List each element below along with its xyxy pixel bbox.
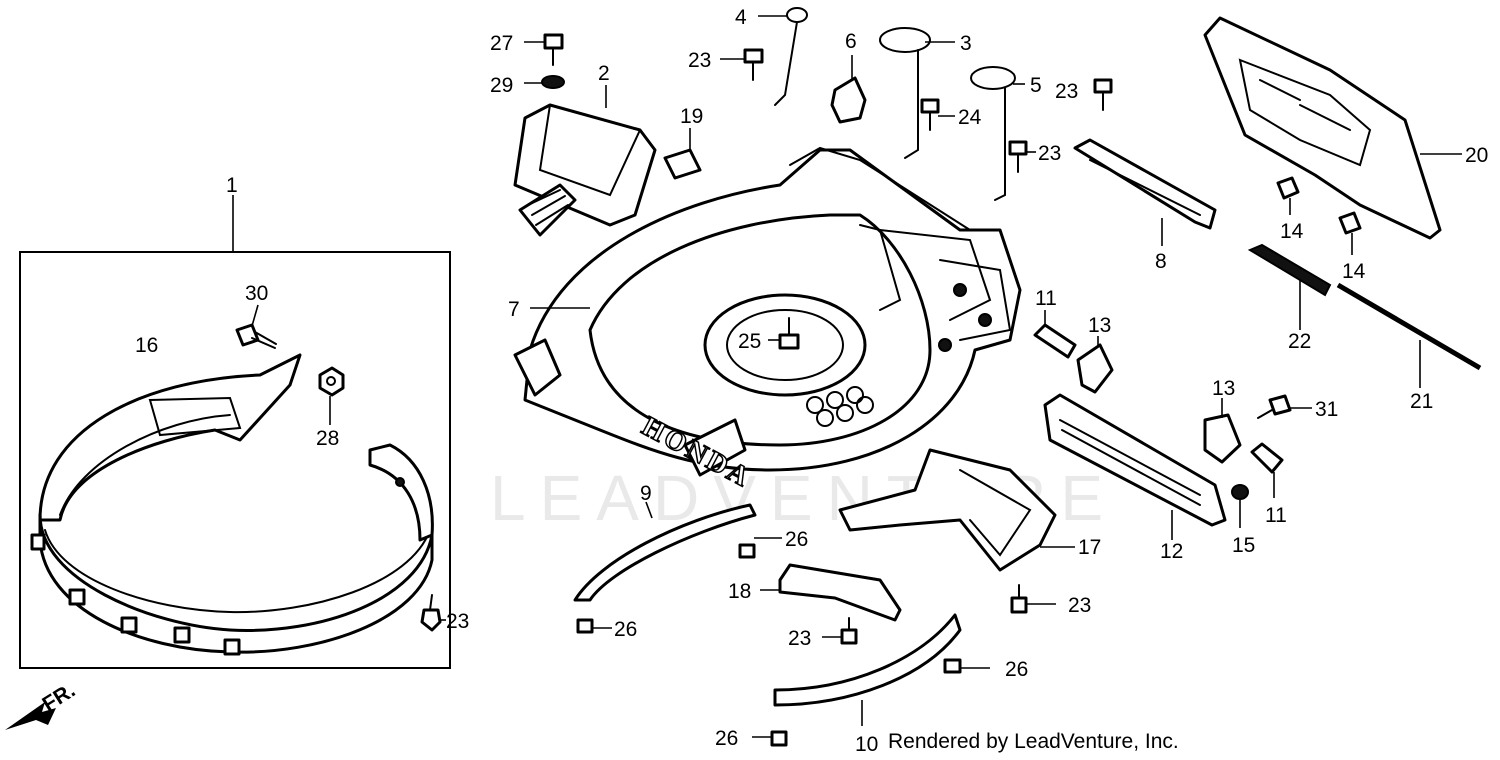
part-7-mower-deck[interactable] xyxy=(513,146,1022,477)
part-17-baffle[interactable] xyxy=(838,448,1075,572)
part-4-rod[interactable] xyxy=(758,7,808,106)
callout-26-a: 26 xyxy=(785,528,808,551)
part-26-bolt-d[interactable] xyxy=(752,730,788,747)
part-14-clip-b[interactable] xyxy=(1338,211,1362,255)
part-23-bolt-lower-a[interactable] xyxy=(1010,584,1056,614)
callout-17: 17 xyxy=(1078,536,1101,559)
part-13-bracket-a[interactable] xyxy=(1076,336,1114,394)
part-26-bolt-b[interactable] xyxy=(576,618,612,634)
callout-7: 7 xyxy=(508,298,520,321)
part-18-cover[interactable] xyxy=(760,563,902,622)
part-2-cable-housing[interactable] xyxy=(513,85,657,237)
part-19-clip[interactable] xyxy=(663,128,702,180)
callout-23-inset: 23 xyxy=(446,610,469,633)
callout-8: 8 xyxy=(1155,250,1167,273)
callout-12: 12 xyxy=(1160,540,1183,563)
callout-4: 4 xyxy=(735,6,747,29)
callout-25: 25 xyxy=(738,330,761,353)
callout-6: 6 xyxy=(845,30,857,53)
part-23-bolt-lower-b[interactable] xyxy=(822,617,858,645)
part-14-clip-a[interactable] xyxy=(1276,176,1300,215)
part-3-rod[interactable] xyxy=(879,27,955,159)
callout-19: 19 xyxy=(680,105,703,128)
part-12-rear-bracket[interactable] xyxy=(1043,393,1227,540)
part-23-bolt-top[interactable] xyxy=(720,48,764,81)
part-26-bolt-a[interactable] xyxy=(738,537,782,559)
callout-27: 27 xyxy=(490,32,513,55)
callout-13-b: 13 xyxy=(1212,377,1235,400)
part-15-nut[interactable] xyxy=(1231,484,1249,528)
callout-28: 28 xyxy=(316,427,339,450)
part-30-bolt[interactable] xyxy=(235,304,277,349)
callout-24: 24 xyxy=(958,106,982,129)
callout-2: 2 xyxy=(598,62,610,85)
callout-23-mid: 23 xyxy=(1038,142,1061,165)
callout-5: 5 xyxy=(1030,74,1042,97)
part-8-shaft[interactable] xyxy=(1073,138,1217,246)
part-20-rear-flap[interactable] xyxy=(1203,16,1462,240)
part-27-bolt[interactable] xyxy=(524,33,564,66)
callout-14-a: 14 xyxy=(1280,220,1304,243)
callout-21: 21 xyxy=(1410,390,1433,413)
callout-30: 30 xyxy=(245,282,268,305)
part-25-bolt[interactable] xyxy=(768,317,800,350)
part-28-nut[interactable] xyxy=(318,366,345,425)
part-26-bolt-c[interactable] xyxy=(943,658,990,674)
part-23-bolt-right[interactable] xyxy=(1093,78,1113,111)
callout-11-b: 11 xyxy=(1265,504,1287,527)
part-23-bolt-mid[interactable] xyxy=(1008,140,1036,173)
callout-26-c: 26 xyxy=(1005,658,1028,681)
part-16-band[interactable] xyxy=(38,353,302,522)
front-direction-arrow xyxy=(5,702,56,730)
callout-9: 9 xyxy=(640,482,652,505)
callout-15: 15 xyxy=(1232,534,1255,557)
part-11-pin-b[interactable] xyxy=(1250,442,1284,498)
callout-31: 31 xyxy=(1315,398,1338,421)
callout-11-a: 11 xyxy=(1035,287,1057,310)
callout-23-lower-a: 23 xyxy=(1068,594,1091,617)
part-24-bolt[interactable] xyxy=(920,98,955,131)
part-13-bracket-b[interactable] xyxy=(1203,398,1242,464)
callout-1: 1 xyxy=(226,174,238,197)
callout-29: 29 xyxy=(490,74,513,97)
part-31-bolt[interactable] xyxy=(1257,394,1312,419)
callout-20: 20 xyxy=(1465,144,1488,167)
callout-26-d: 26 xyxy=(715,727,738,750)
part-6-bracket[interactable] xyxy=(830,55,867,124)
callout-23-lower-b: 23 xyxy=(788,627,811,650)
callout-22: 22 xyxy=(1288,330,1311,353)
credit-text: Rendered by LeadVenture, Inc. xyxy=(888,730,1179,753)
callout-18: 18 xyxy=(728,580,751,603)
callout-10: 10 xyxy=(855,733,878,756)
callout-26-b: 26 xyxy=(614,618,637,641)
part-21-rod[interactable] xyxy=(1336,282,1482,388)
part-23-bolt-inset[interactable] xyxy=(420,594,446,632)
callout-23-top: 23 xyxy=(688,49,711,72)
direction-label: FR. xyxy=(38,679,79,716)
part-9-strip[interactable] xyxy=(573,501,757,602)
part-29-washer[interactable] xyxy=(524,75,565,89)
callout-23-right: 23 xyxy=(1055,80,1078,103)
callout-14-b: 14 xyxy=(1342,260,1366,283)
part-22-spring[interactable] xyxy=(1247,243,1332,330)
part-11-pin-a[interactable] xyxy=(1033,310,1077,359)
callout-16: 16 xyxy=(135,334,158,357)
inset-frame xyxy=(19,251,451,669)
callout-13-a: 13 xyxy=(1088,314,1111,337)
part-1-skirt-ring[interactable] xyxy=(30,443,434,656)
part-10-strip[interactable] xyxy=(773,613,962,726)
part-5-rod[interactable] xyxy=(970,66,1025,201)
callout-3: 3 xyxy=(960,32,972,55)
